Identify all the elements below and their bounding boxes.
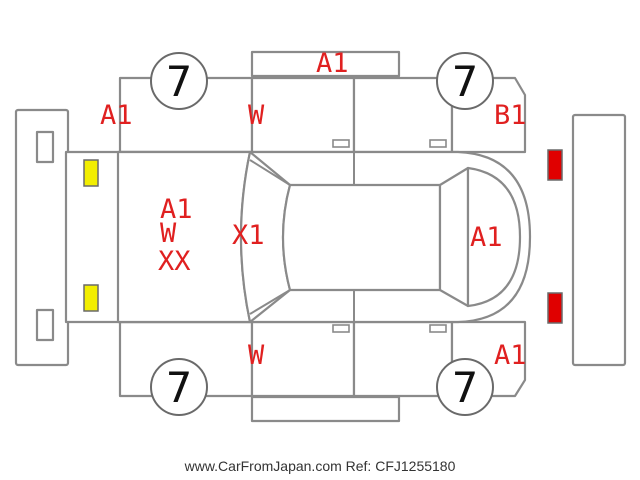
- mark-rear-right-fender: B1: [494, 100, 527, 131]
- mark-lower-left-door: W: [248, 340, 265, 371]
- front-right-door: [250, 320, 356, 398]
- right-front-door-handle: [332, 324, 350, 333]
- mark-hood-line3: XX: [158, 246, 191, 277]
- tire-front-left: 7: [150, 52, 208, 110]
- a-pillar-left: [249, 159, 291, 186]
- front-bumper-vent-top: [35, 130, 55, 164]
- mark-roof-top: A1: [316, 48, 349, 79]
- mark-hood-line1: A1: [160, 194, 193, 225]
- left-rear-door-handle: [429, 139, 447, 148]
- rear-window: [438, 166, 470, 308]
- mark-front-left-fender: A1: [100, 100, 133, 131]
- taillamp-right: [547, 292, 563, 324]
- front-bumper-vent-bottom: [35, 308, 55, 342]
- left-front-door-handle: [332, 139, 350, 148]
- tire-front-right: 7: [150, 358, 208, 416]
- tire-rear-right: 7: [436, 358, 494, 416]
- a-pillar-right: [249, 289, 291, 315]
- rear-bumper: [571, 113, 627, 367]
- rocker-bottom: [250, 395, 401, 423]
- mark-trunk: A1: [470, 222, 503, 253]
- hood-panel: [116, 150, 252, 324]
- mark-hood-line2: W: [160, 218, 177, 249]
- taillamp-left: [547, 149, 563, 181]
- tire-rear-left: 7: [436, 52, 494, 110]
- roof-panel: [281, 183, 442, 292]
- trunk-lid: [466, 166, 522, 308]
- footer-credit: www.CarFromJapan.com Ref: CFJ1255180: [184, 458, 456, 474]
- headlamp-right: [83, 284, 99, 312]
- headlamp-left: [83, 159, 99, 187]
- right-rear-door-handle: [429, 324, 447, 333]
- rear-right-door: [352, 320, 454, 398]
- mark-windshield: X1: [232, 220, 265, 251]
- roof-rail-top: [250, 50, 401, 78]
- mark-front-left-door: W: [248, 100, 265, 131]
- mark-lower-right-fender: A1: [494, 340, 527, 371]
